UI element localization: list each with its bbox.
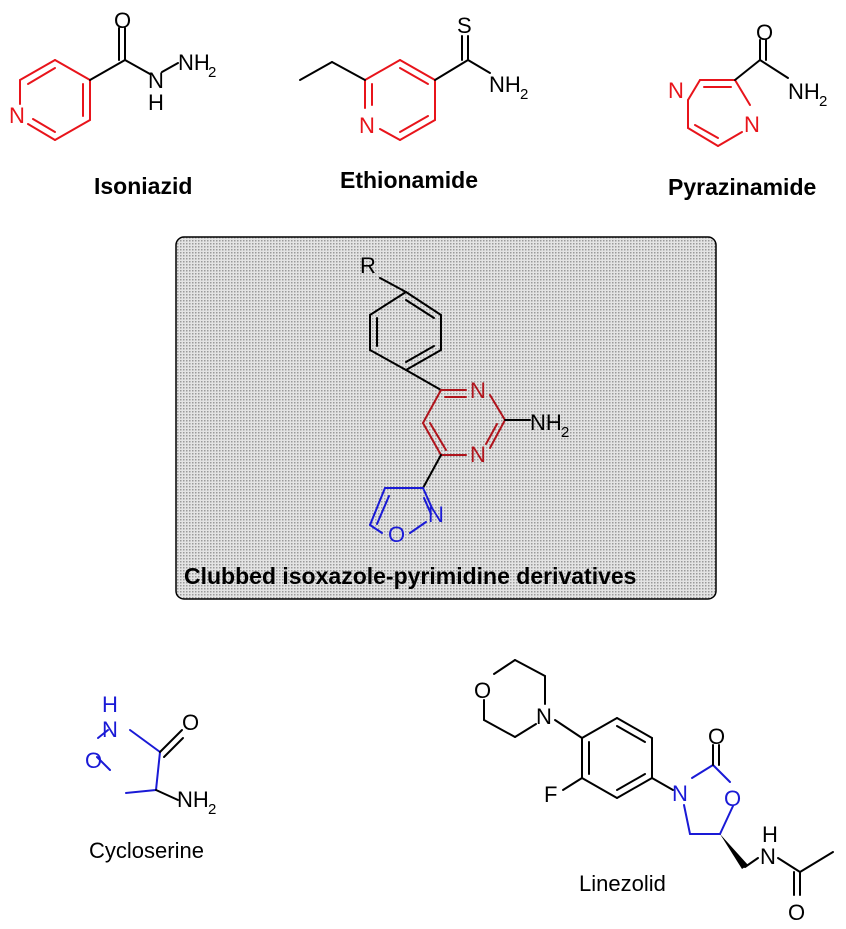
box-isoxazole-ring — [369, 487, 433, 534]
highlight-box-title: Clubbed isoxazole-pyrimidine derivatives — [184, 563, 636, 589]
linezolid-oxazolidinone-n-label: N — [672, 781, 688, 806]
isoniazid-hydrazide-h-label: H — [148, 90, 164, 115]
highlight-box: R N N NH 2 O N Clubbed isoxazole-pyrimid… — [175, 236, 717, 600]
isoniazid-pyridine-ring — [19, 59, 91, 141]
cycloserine-structure: H N O O NH 2 — [85, 692, 216, 818]
isoniazid-nh2-subscript: 2 — [208, 64, 216, 81]
pyrazinamide-carbonyl-o-label: O — [756, 20, 773, 45]
cycloserine-nh2-label: NH — [177, 787, 209, 812]
linezolid-morpholine-ring — [483, 659, 546, 738]
box-nh2-label: NH — [530, 410, 562, 435]
linezolid-oxazolidinone-ring — [683, 764, 734, 835]
linezolid-morpholine-o-label: O — [474, 678, 491, 703]
isoniazid-hydrazide-n-label: N — [148, 68, 164, 93]
linezolid-acyl-o-label: O — [788, 900, 805, 925]
cycloserine-nh2-subscript: 2 — [208, 801, 216, 818]
box-isoxazole-o-label: O — [388, 522, 405, 547]
box-nh2-subscript: 2 — [561, 424, 569, 441]
pyrazinamide-nh2-subscript: 2 — [819, 93, 827, 110]
linezolid-morpholine-n-label: N — [536, 704, 552, 729]
ethionamide-nh2-label: NH — [489, 72, 521, 97]
pyrazinamide-name: Pyrazinamide — [668, 174, 816, 200]
ethionamide-name: Ethionamide — [340, 167, 478, 193]
linezolid-stereo-wedge — [720, 834, 748, 869]
linezolid-ring-o-label: O — [724, 786, 741, 811]
box-r-label: R — [360, 253, 376, 278]
cycloserine-name: Cycloserine — [89, 838, 204, 863]
ethionamide-structure: N S NH 2 — [299, 13, 528, 141]
linezolid-benzene-ring — [554, 717, 674, 799]
box-pyrimidine-ring — [422, 389, 506, 456]
pyrazinamide-n1-label: N — [668, 78, 684, 103]
isoniazid-name: Isoniazid — [94, 173, 192, 199]
isoniazid-structure: N O N H NH 2 — [9, 8, 216, 141]
pyrazinamide-pyrazine-ring — [687, 79, 751, 147]
pyrazinamide-nh2-label: NH — [788, 79, 820, 104]
cycloserine-carbonyl-o-label: O — [182, 710, 199, 735]
box-pyrimidine-n1-label: N — [470, 378, 486, 403]
box-phenyl-ring — [369, 277, 442, 391]
isoniazid-ring-n-label: N — [9, 103, 25, 128]
cycloserine-ring-o-label: O — [85, 748, 102, 773]
ethionamide-pyridine-ring — [364, 59, 436, 141]
pyrazinamide-n2-label: N — [744, 112, 760, 137]
ethionamide-sulfur-label: S — [457, 13, 472, 38]
cycloserine-n-label: N — [102, 717, 118, 742]
box-isoxazole-n-label: N — [428, 502, 444, 527]
linezolid-name: Linezolid — [579, 871, 666, 896]
cycloserine-h-label: H — [102, 692, 118, 717]
isoniazid-carbonyl-o-label: O — [114, 8, 131, 33]
linezolid-amide-n-label: N — [760, 844, 776, 869]
cycloserine-ring — [96, 729, 161, 794]
isoniazid-nh2-label: NH — [178, 50, 210, 75]
box-pyrimidine-n2-label: N — [470, 442, 486, 467]
linezolid-carbonyl-o-label: O — [708, 724, 725, 749]
pyrazinamide-structure: N N O NH 2 — [668, 20, 827, 147]
ethionamide-ring-n-label: N — [359, 113, 375, 138]
linezolid-structure: O N F N O O H N O — [474, 659, 834, 925]
linezolid-fluorine-label: F — [544, 782, 557, 807]
linezolid-amide-h-label: H — [762, 822, 778, 847]
ethionamide-nh2-subscript: 2 — [520, 86, 528, 103]
highlight-box-background — [175, 236, 717, 600]
